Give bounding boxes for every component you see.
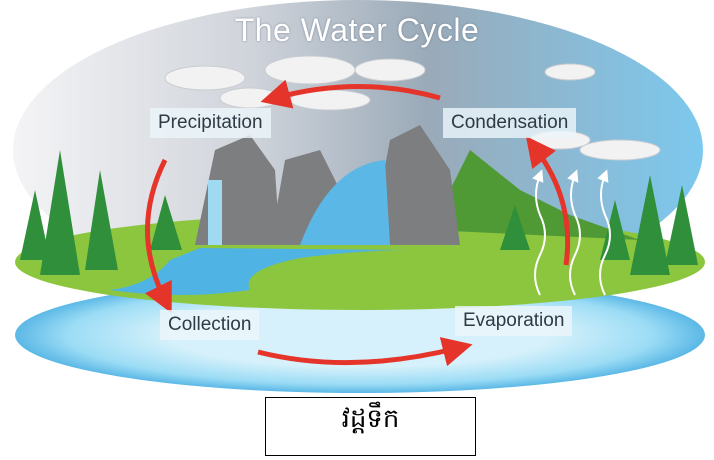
diagram-title: The Water Cycle: [234, 12, 480, 48]
label-evaporation: Evaporation: [455, 306, 573, 336]
waterfall: [300, 160, 390, 245]
label-condensation: Condensation: [443, 108, 577, 138]
green-hill: [430, 150, 640, 240]
cycle-arrows: [144, 79, 571, 367]
trees: [20, 150, 698, 275]
river: [110, 248, 410, 295]
caption-box: វដ្តទឹក: [265, 397, 476, 456]
label-precipitation: Precipitation: [150, 108, 271, 138]
small-waterfall: [208, 180, 222, 245]
evaporation-arrows: [532, 169, 611, 296]
label-collection: Collection: [160, 310, 260, 340]
